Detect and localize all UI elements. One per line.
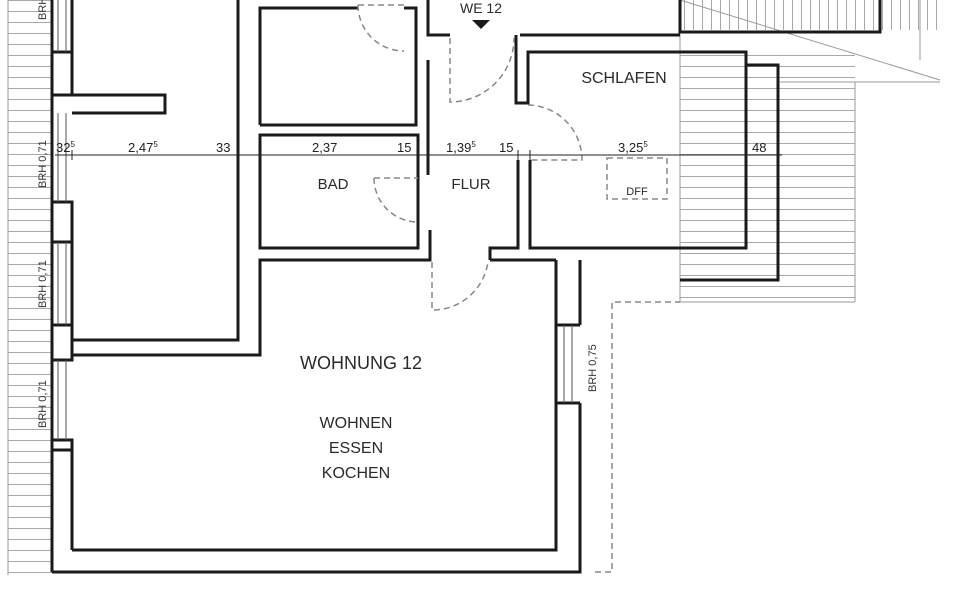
dim-label-3: 33 <box>216 140 230 155</box>
sill-label-2: BRH 0,71 <box>37 260 49 308</box>
sill-label-3: BRH 0,71 <box>37 380 49 428</box>
room-label-wohnen: WOHNEN <box>320 415 393 432</box>
dimension-line <box>55 150 782 160</box>
dim-label-8: 3,255 <box>618 140 648 155</box>
sill-label-top: BRH <box>37 0 49 20</box>
dim-label-7: 15 <box>499 140 513 155</box>
room-label-flur: FLUR <box>451 176 490 193</box>
room-label-essen: ESSEN <box>329 440 383 457</box>
skylight-label: DFF <box>626 186 648 198</box>
door-swings <box>357 4 680 573</box>
dim-label-6: 1,395 <box>446 140 476 155</box>
sill-label-4: BRH 0,75 <box>587 344 599 392</box>
dim-label-2: 2,475 <box>128 140 158 155</box>
room-label-bad: BAD <box>318 176 349 193</box>
sill-label-1: BRH 0,71 <box>37 140 49 188</box>
facade-piers <box>50 50 74 452</box>
room-label-kochen: KOCHEN <box>322 465 390 482</box>
dim-label-9: 48 <box>752 140 766 155</box>
unit-title: WOHNUNG 12 <box>300 353 422 373</box>
entrance-label: WE 12 <box>460 0 502 16</box>
room-label-schlafen: SCHLAFEN <box>581 70 666 87</box>
dim-label-5: 15 <box>397 140 411 155</box>
right-terrace-hatch <box>679 0 941 303</box>
left-roof-hatch <box>7 0 52 575</box>
windows <box>57 0 573 440</box>
dim-label-1: 325 <box>56 140 75 155</box>
entrance-arrow-icon <box>472 20 490 29</box>
dim-label-4: 2,37 <box>312 140 337 155</box>
